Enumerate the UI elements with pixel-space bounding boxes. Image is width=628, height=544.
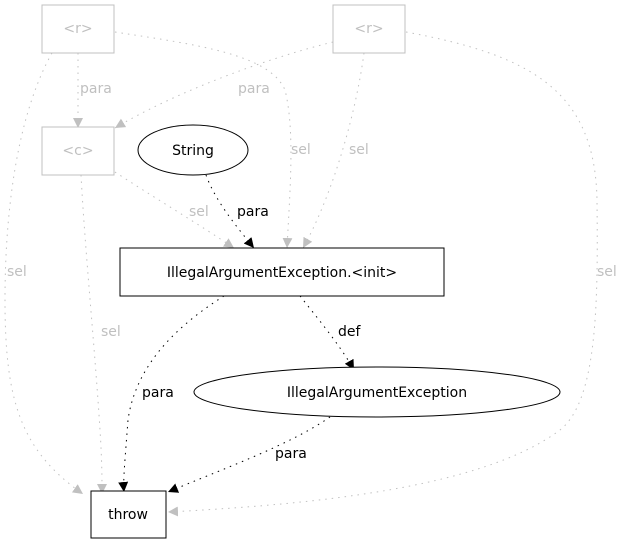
node-string[interactable]: String [137, 124, 249, 176]
label-r1-c: para [80, 81, 112, 97]
node-init[interactable]: IllegalArgumentException.<init> [119, 247, 445, 297]
node-r2-label: <r> [354, 21, 383, 37]
node-iae-label: IllegalArgumentException [287, 385, 467, 401]
label-r2-init: sel [349, 142, 369, 158]
edge-labels: para para sel sel sel para sel sel sel d… [7, 81, 617, 462]
label-string-init: para [237, 204, 269, 220]
node-c-label: <c> [62, 143, 93, 159]
label-c-init: sel [189, 204, 209, 220]
node-string-label: String [172, 143, 214, 159]
edge-c-init[interactable] [114, 171, 235, 249]
label-iae-throw: para [275, 446, 307, 462]
label-r2-throw: sel [597, 264, 617, 280]
node-r1[interactable]: <r> [41, 4, 115, 54]
edge-r1-throw[interactable] [4, 52, 84, 495]
edge-r2-c[interactable] [114, 41, 334, 129]
node-r1-label: <r> [63, 21, 92, 37]
node-c[interactable]: <c> [41, 126, 115, 176]
node-r2[interactable]: <r> [332, 4, 406, 54]
edge-init-throw[interactable] [118, 295, 225, 493]
label-r1-throw: sel [7, 264, 27, 280]
label-init-iae: def [338, 324, 362, 340]
label-init-throw: para [142, 385, 174, 401]
label-r2-c: para [238, 81, 270, 97]
edge-c-throw[interactable] [80, 174, 107, 495]
node-throw-label: throw [108, 507, 148, 523]
edge-init-iae[interactable] [299, 295, 355, 371]
label-c-throw: sel [101, 324, 121, 340]
label-r1-init: sel [291, 142, 311, 158]
node-init-label: IllegalArgumentException.<init> [167, 265, 397, 281]
edge-string-init[interactable] [205, 174, 255, 249]
node-throw[interactable]: throw [90, 490, 167, 539]
edges [4, 31, 598, 517]
node-iae[interactable]: IllegalArgumentException [193, 366, 561, 418]
